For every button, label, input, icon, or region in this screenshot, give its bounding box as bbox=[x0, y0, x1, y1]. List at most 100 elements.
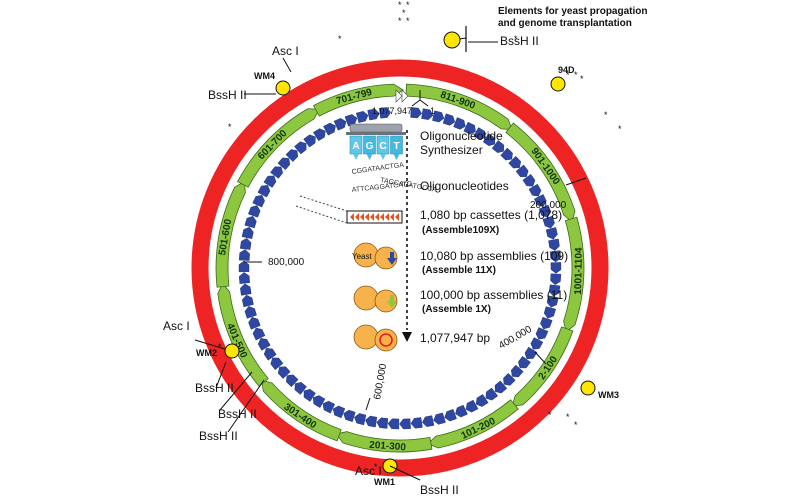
origin-marker: 1,077,947 1 bbox=[372, 89, 435, 116]
cassette-arrow bbox=[442, 113, 456, 126]
cassette-arrow bbox=[399, 418, 411, 430]
segment-arrow bbox=[505, 122, 576, 223]
cassette-arrow bbox=[241, 294, 254, 308]
segment-arrow bbox=[511, 326, 574, 407]
cassette-arrow bbox=[365, 415, 378, 428]
cassette-arrow bbox=[294, 382, 307, 395]
cassette-chevron bbox=[360, 213, 364, 221]
segment-arrow bbox=[563, 216, 585, 333]
synth-base-letter: A bbox=[352, 141, 359, 152]
cassette-chevron bbox=[365, 213, 369, 221]
cassette-arrow bbox=[354, 413, 367, 426]
cassette-arrow bbox=[343, 409, 356, 423]
cassette-arrow bbox=[475, 394, 489, 407]
svg-text:CGGATAACTGA: CGGATAACTGA bbox=[351, 162, 404, 176]
yeast-elements-title-1: Elements for yeast propagation bbox=[498, 6, 647, 17]
cassette-arrow bbox=[322, 400, 336, 414]
star-mark: * bbox=[514, 34, 518, 44]
bssh-left-3: BssH II bbox=[199, 429, 238, 443]
cassette-arrow bbox=[285, 149, 299, 162]
cassette-arrow bbox=[491, 140, 505, 153]
coord-600k: 600,000 bbox=[372, 363, 389, 401]
cassette-arrow bbox=[303, 134, 316, 148]
cassette-arrow bbox=[270, 357, 284, 371]
segment-arrow bbox=[335, 431, 433, 453]
cassette-arrow bbox=[410, 107, 422, 119]
white-gap-ring bbox=[213, 81, 587, 455]
star-mark: * bbox=[566, 412, 570, 422]
cassette-chevron bbox=[370, 213, 374, 221]
cassette-arrow bbox=[542, 215, 555, 229]
cassette-arrow bbox=[534, 194, 547, 207]
synth-tip bbox=[366, 154, 373, 160]
yeast-label: Yeast bbox=[352, 252, 373, 261]
yeast-elements-title-2: and genome transplantation bbox=[498, 18, 632, 29]
cassette-arrow bbox=[515, 164, 529, 177]
cassette-arrow bbox=[344, 114, 358, 127]
asc-top-label: Asc I bbox=[272, 44, 299, 58]
cassette-arrow bbox=[485, 387, 499, 401]
asm100k-label: 100,000 bp assemblies (11) bbox=[420, 288, 567, 302]
cassette-chevron bbox=[375, 213, 379, 221]
coord-200k: 200,000 bbox=[530, 200, 567, 211]
yeast-element-marker bbox=[443, 31, 461, 49]
cassette-arrow bbox=[463, 121, 476, 135]
cassette-arrow bbox=[303, 388, 316, 402]
outer-red-ring bbox=[191, 59, 609, 477]
star-mark: * bbox=[574, 420, 578, 430]
cassette-arrow bbox=[239, 237, 252, 250]
cassette-arrow bbox=[455, 404, 468, 418]
cassette-arrow bbox=[453, 117, 466, 130]
94d-marker: 94D bbox=[550, 65, 575, 92]
bssh-top-label: BssH II bbox=[500, 34, 539, 48]
cassette-arrow bbox=[518, 356, 531, 369]
star-mark: * bbox=[398, 0, 402, 10]
cassette-arrow bbox=[433, 412, 446, 425]
cassette-arrow bbox=[494, 380, 508, 394]
cassette-arrow bbox=[238, 260, 250, 273]
bssh-wm4-label: BssH II bbox=[208, 88, 247, 102]
cassette-arrow bbox=[524, 346, 538, 360]
cassette-arrow bbox=[238, 272, 250, 284]
cassette-icon bbox=[295, 195, 403, 224]
asm100k-sub: (Assemble 1X) bbox=[422, 304, 491, 315]
cassette-arrow bbox=[248, 316, 261, 330]
star-mark: * bbox=[398, 16, 402, 26]
cassette-arrow bbox=[545, 227, 558, 240]
cassette-chevron bbox=[350, 213, 354, 221]
cassette-arrow bbox=[538, 204, 552, 218]
cassette-arrow bbox=[263, 348, 277, 361]
cassette-arrow bbox=[257, 185, 271, 198]
cassette-arrow bbox=[257, 338, 271, 351]
origin-start-label: 1,077,947 bbox=[372, 106, 412, 116]
cassette-arrow bbox=[528, 183, 542, 197]
cassette-arrow bbox=[355, 111, 369, 123]
cassette-chevron bbox=[355, 213, 359, 221]
cassette-arrow bbox=[270, 166, 283, 179]
yeast-100k-icon bbox=[353, 285, 398, 313]
asm10k-label: 10,080 bp assemblies (109) bbox=[420, 249, 568, 263]
cassette-arrow bbox=[332, 405, 346, 419]
cassette-arrow bbox=[421, 108, 434, 120]
star-mark: * bbox=[574, 70, 578, 80]
star-mark: * bbox=[580, 74, 584, 84]
cassette-arrow bbox=[379, 107, 391, 119]
cassette-arrow bbox=[285, 374, 299, 388]
cassette-arrow bbox=[387, 418, 400, 430]
star-mark: * bbox=[566, 70, 570, 80]
wm2-label: WM2 bbox=[196, 348, 217, 358]
segment-arrow bbox=[427, 399, 519, 449]
final-label: 1,077,947 bp bbox=[420, 331, 490, 345]
cassette-arrow bbox=[549, 250, 561, 263]
segment-arrow bbox=[261, 379, 342, 442]
synth-tip bbox=[380, 154, 386, 160]
cassette-arrow bbox=[510, 364, 524, 378]
cassette-arrow bbox=[535, 327, 549, 340]
cassette-chevron bbox=[390, 213, 394, 221]
yeast-elements-callout: Elements for yeast propagation and genom… bbox=[443, 6, 647, 52]
star-mark: * bbox=[402, 8, 406, 18]
cassette-arrow bbox=[550, 262, 562, 274]
